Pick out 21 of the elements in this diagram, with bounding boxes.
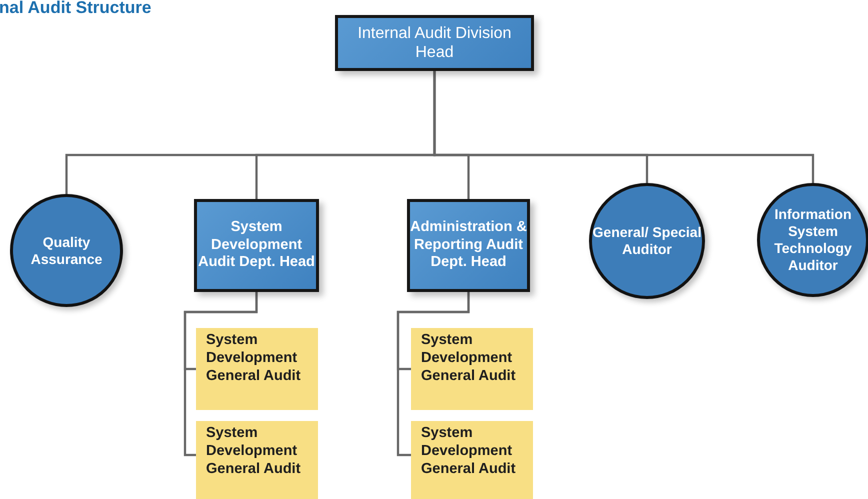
node-label: System Development General Audit [206, 424, 302, 478]
audit-unit-box [411, 421, 533, 499]
node-label: System Development General Audit [421, 331, 517, 386]
node-label: System Development General Audit [421, 424, 517, 478]
department-head-box [407, 199, 530, 292]
node-label: Internal Audit Division Head [356, 24, 512, 62]
audit-unit-box [411, 328, 533, 410]
connector-line [396, 292, 470, 456]
node-label: Administration & Reporting Audit Dept. Head [410, 219, 527, 272]
node-label: Quality Assurance [30, 234, 104, 268]
node-label: Information System Technology Auditor [773, 206, 853, 274]
connector-line [433, 71, 814, 183]
audit-unit-box [196, 421, 318, 499]
node-label: System Development General Audit [206, 331, 302, 386]
department-head-box [194, 199, 319, 292]
node-label: General/ Special Auditor [592, 224, 702, 258]
connector-line [184, 292, 258, 456]
diagram-title: nal Audit Structure [0, 0, 152, 18]
division-head-box [335, 15, 534, 71]
node-label: System Development Audit Dept. Head [197, 219, 316, 272]
audit-unit-box [196, 328, 318, 410]
